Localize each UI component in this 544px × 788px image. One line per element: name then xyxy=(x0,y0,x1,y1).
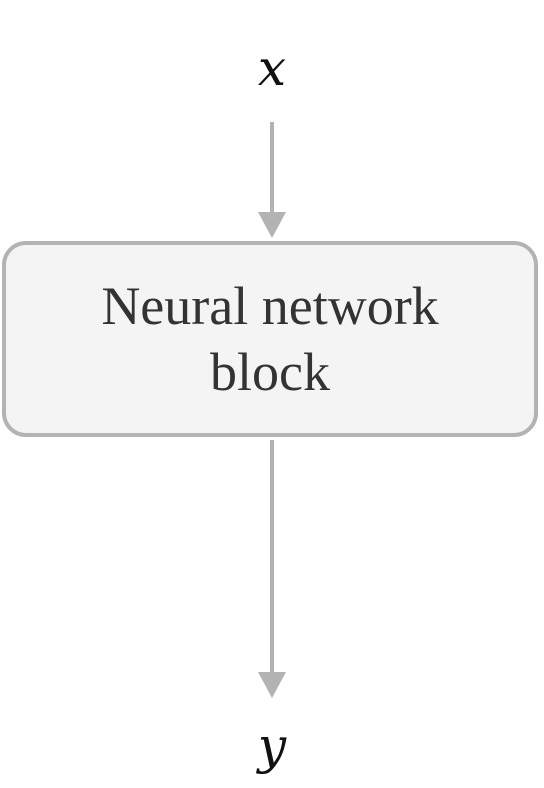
block-label: Neural network block xyxy=(101,276,439,402)
output-variable-label: y xyxy=(257,717,287,775)
output-arrowhead xyxy=(258,672,286,698)
input-arrowhead xyxy=(258,212,286,238)
input-variable-label: x xyxy=(257,39,287,97)
neural-network-block: Neural network block xyxy=(2,241,538,437)
